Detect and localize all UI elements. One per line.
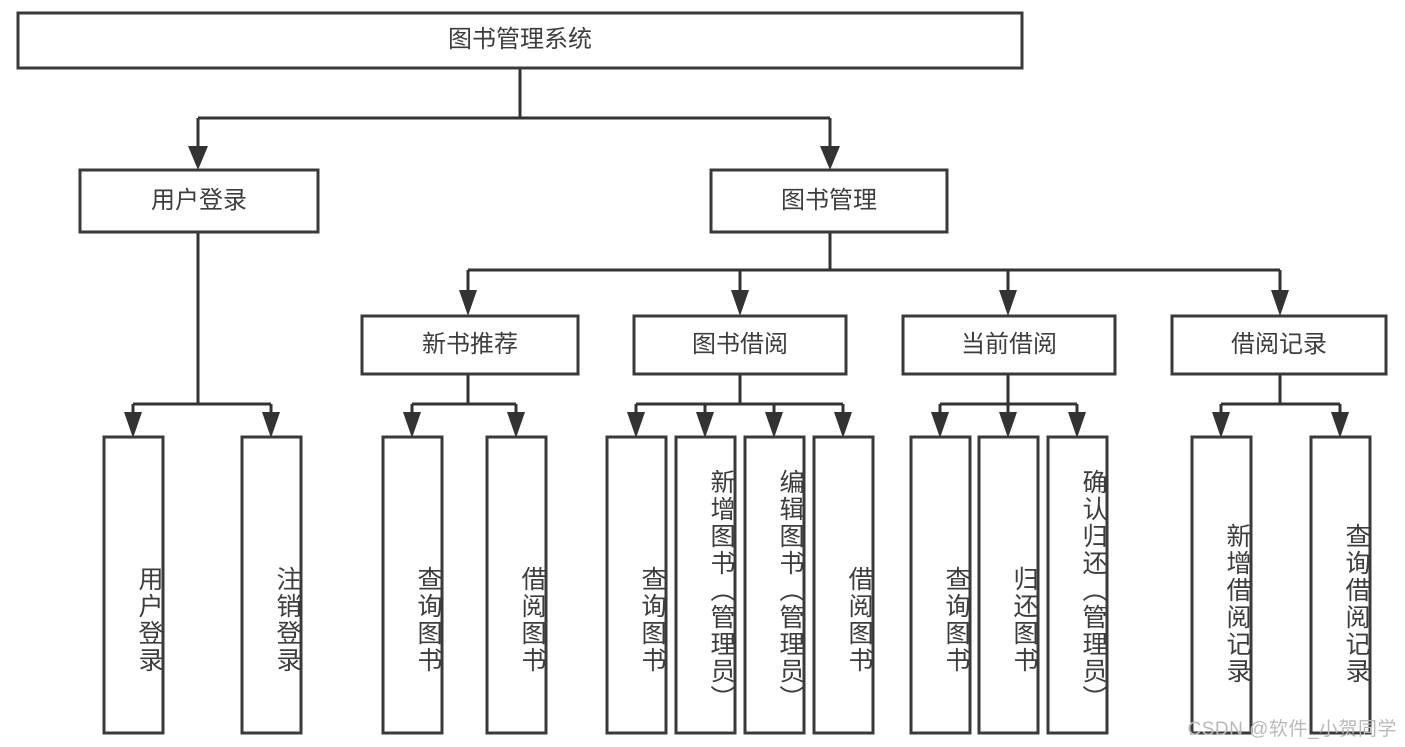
node-box-layer <box>16 11 1388 735</box>
node-box-leaf-3[interactable] <box>381 435 444 735</box>
node-box-borrow-record[interactable] <box>1170 314 1388 376</box>
node-box-book-borrow[interactable] <box>632 314 848 376</box>
arrow-head-borrow-books <box>731 290 749 316</box>
node-box-leaf-11[interactable] <box>1046 435 1109 735</box>
arrow-head-user-login <box>188 146 208 170</box>
arrow-head-leaf-12 <box>1212 412 1230 438</box>
arrow-head-leaf-1 <box>124 412 142 438</box>
arrow-head-leaf-10 <box>999 412 1017 438</box>
arrow-head-leaf-3 <box>403 412 421 438</box>
arrow-head-current-borrow <box>999 290 1017 316</box>
node-box-user-login[interactable] <box>78 168 320 234</box>
node-box-leaf-6[interactable] <box>674 435 737 735</box>
node-box-leaf-4[interactable] <box>485 435 548 735</box>
node-box-leaf-2[interactable] <box>240 435 303 735</box>
arrow-head-leaf-4 <box>507 412 525 438</box>
node-box-new-book-recommend[interactable] <box>360 314 580 376</box>
node-box-book-management[interactable] <box>709 168 949 234</box>
node-box-leaf-7[interactable] <box>743 435 806 735</box>
arrow-head-book-mgmt <box>820 146 840 170</box>
arrow-head-new-books <box>459 290 477 316</box>
arrow-head-borrow-record <box>1271 290 1289 316</box>
arrow-head-leaf-13 <box>1331 412 1349 438</box>
node-box-current-borrow[interactable] <box>901 314 1117 376</box>
node-box-leaf-13[interactable] <box>1309 435 1372 735</box>
arrow-head-leaf-9 <box>931 412 949 438</box>
node-box-root[interactable] <box>16 11 1024 70</box>
node-box-leaf-5[interactable] <box>605 435 668 735</box>
arrow-head-leaf-11 <box>1068 412 1086 438</box>
connector-layer <box>124 68 1349 438</box>
arrow-head-leaf-2 <box>262 412 280 438</box>
node-box-leaf-1[interactable] <box>102 435 165 735</box>
arrow-head-leaf-8 <box>834 412 852 438</box>
node-box-leaf-9[interactable] <box>909 435 972 735</box>
node-box-leaf-8[interactable] <box>812 435 875 735</box>
arrow-head-leaf-6 <box>696 412 714 438</box>
node-box-leaf-12[interactable] <box>1190 435 1253 735</box>
node-box-leaf-10[interactable] <box>977 435 1040 735</box>
arrow-head-leaf-7 <box>765 412 783 438</box>
arrow-head-leaf-5 <box>627 412 645 438</box>
